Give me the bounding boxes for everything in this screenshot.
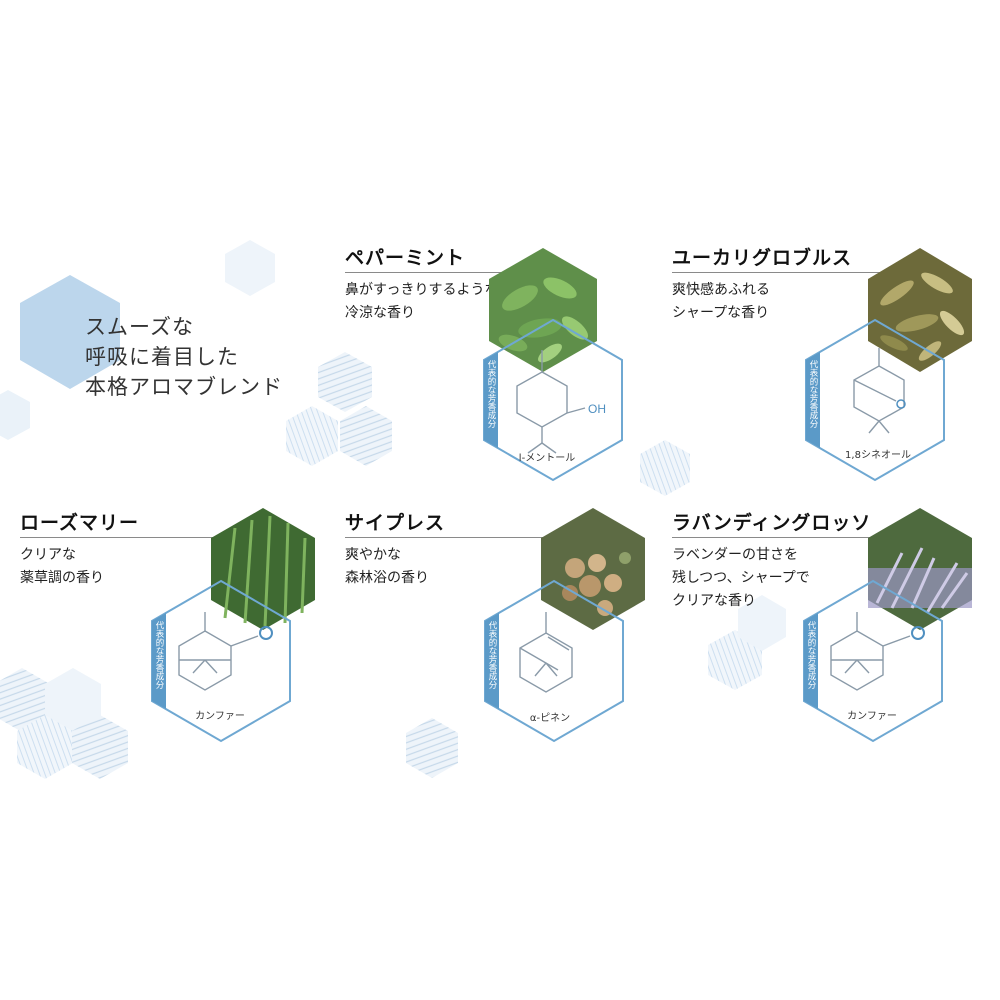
card-peppermint: ペパーミント 鼻がすっきりするような 冷涼な香り OH 代表的な芳香成分 l-メ… (345, 243, 665, 513)
molecule-diagram (484, 508, 645, 743)
card-title: ペパーミント (345, 247, 466, 269)
description-line: ラベンダーの甘さを (672, 547, 798, 563)
oxygen-atom-icon (911, 626, 925, 640)
compound-name: α-ピネン (529, 713, 571, 724)
description-line: 冷涼な香り (345, 305, 415, 321)
hydroxyl-label: OH (588, 402, 606, 416)
molecule-diagram (803, 508, 972, 743)
card-description: ラベンダーの甘さを 残しつつ、シャープで クリアな香り (672, 544, 810, 613)
card-description: 爽快感あふれる シャープな香り (672, 279, 770, 325)
title-underline (345, 272, 560, 273)
card-eucalyptus: ユーカリグロブルス 爽快感あふれる シャープな香り 代表的な芳香成分 1,8シネ… (672, 243, 992, 513)
compound-name: カンファー (195, 711, 245, 722)
card-title: ユーカリグロブルス (672, 247, 853, 269)
compound-label-band (152, 613, 166, 709)
camphor-structure-icon (178, 612, 259, 691)
title-underline (20, 537, 220, 538)
compound-name: 1,8シネオール (845, 450, 911, 461)
camphor-structure-icon (830, 612, 911, 691)
compound-label-band (485, 613, 499, 709)
card-title: ラバンディングロッソ (672, 512, 872, 534)
title-underline (672, 537, 872, 538)
description-line: 残しつつ、シャープで (672, 570, 810, 586)
card-lavandin-grosso: ラバンディングロッソ ラベンダーの甘さを 残しつつ、シャープで クリアな香り (672, 508, 992, 778)
alpha-pinene-structure-icon (519, 612, 573, 693)
description-line: クリアな (20, 547, 76, 563)
compound-vertical-label: 代表的な芳香成分 (486, 360, 496, 428)
molecule-diagram: OH (483, 248, 623, 482)
cineole-structure-icon (853, 348, 905, 434)
card-description: 鼻がすっきりするような 冷涼な香り (345, 279, 498, 325)
cone-texture (562, 552, 631, 616)
title-underline (345, 537, 545, 538)
description-line: 薬草調の香り (20, 570, 104, 586)
tagline-line-1: スムーズな (85, 315, 194, 339)
compound-vertical-label: 代表的な芳香成分 (806, 621, 816, 689)
tagline: スムーズな 呼吸に着目した 本格アロマブレンド (85, 312, 283, 402)
card-title: ローズマリー (20, 512, 140, 534)
compound-label-band (806, 352, 820, 448)
oxygen-atom-icon (896, 399, 906, 409)
tagline-line-2: 呼吸に着目した (85, 345, 239, 369)
compound-name: l-メントール (518, 453, 576, 464)
card-rosemary: ローズマリー クリアな 薬草調の香り 代表的な芳香成分 カンファー (20, 508, 340, 778)
compound-label-band (484, 352, 498, 448)
description-line: 森林浴の香り (345, 570, 429, 586)
l-menthol-structure-icon (516, 350, 586, 454)
description-line: 爽快感あふれる (672, 282, 770, 298)
leaf-texture (880, 272, 965, 361)
plant-photo-hexagon (868, 248, 972, 372)
compound-vertical-label: 代表的な芳香成分 (808, 360, 818, 428)
oxygen-atom-icon (259, 626, 273, 640)
compound-label-band (804, 613, 818, 709)
card-cypress: サイプレス 爽やかな 森林浴の香り 代表的な芳香成分 α-ピネン (345, 508, 665, 778)
card-description: 爽やかな 森林浴の香り (345, 544, 429, 590)
compound-vertical-label: 代表的な芳香成分 (487, 621, 497, 689)
description-line: クリアな香り (672, 593, 756, 609)
description-line: 鼻がすっきりするような (345, 282, 499, 298)
title-underline (672, 272, 887, 273)
tagline-line-3: 本格アロマブレンド (85, 375, 283, 399)
description-line: シャープな香り (672, 305, 770, 321)
compound-name: カンファー (847, 711, 897, 722)
molecule-diagram (805, 248, 972, 482)
card-title: サイプレス (345, 512, 446, 534)
compound-vertical-label: 代表的な芳香成分 (154, 621, 164, 689)
molecule-diagram (151, 508, 315, 743)
card-description: クリアな 薬草調の香り (20, 544, 104, 590)
description-line: 爽やかな (345, 547, 401, 563)
